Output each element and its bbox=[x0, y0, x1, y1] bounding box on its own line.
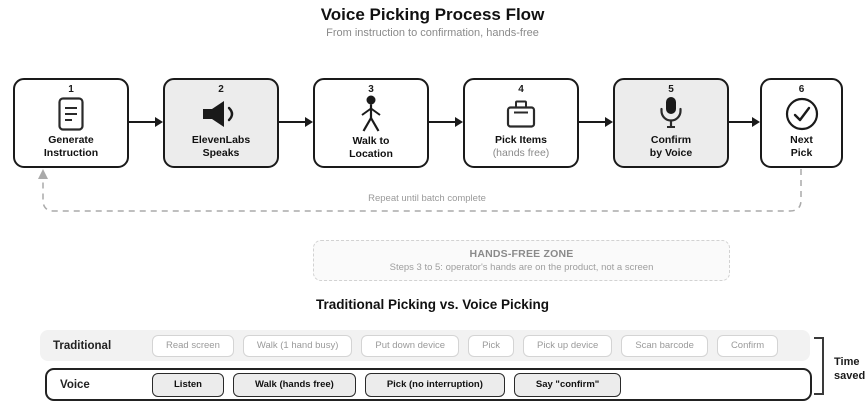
step-elevenlabs-speaks: 2 ElevenLabs Speaks bbox=[163, 78, 279, 168]
traditional-step-pill: Read screen bbox=[152, 334, 234, 357]
step-confirm-by-voice: 5 Confirm by Voice bbox=[613, 78, 729, 168]
hands-free-zone: HANDS-FREE ZONE Steps 3 to 5: operator's… bbox=[313, 240, 730, 281]
page-title: Voice Picking Process Flow bbox=[320, 5, 545, 24]
time-saved-label: Time saved bbox=[834, 356, 865, 383]
step-walk-to-location: 3 Walk to Location bbox=[313, 78, 429, 168]
hands-free-zone-subtitle: Steps 3 to 5: operator's hands are on th… bbox=[389, 262, 654, 273]
step-label: ElevenLabs Speaks bbox=[191, 133, 251, 159]
traditional-step-pill: Pick bbox=[468, 334, 515, 357]
document-icon bbox=[58, 95, 84, 134]
traditional-step-pill: Walk (1 hand busy) bbox=[242, 334, 353, 357]
traditional-steps: Read screen Walk (1 hand busy) Put down … bbox=[152, 334, 779, 357]
repeat-loop-label: Repeat until batch complete bbox=[368, 193, 486, 204]
step-next-pick: 6 Next Pick bbox=[760, 78, 843, 168]
step-number: 3 bbox=[368, 84, 374, 95]
step-label: Confirm by Voice bbox=[649, 133, 693, 159]
traditional-step-pill: Pick up device bbox=[523, 334, 613, 357]
step-number: 6 bbox=[798, 84, 805, 95]
traditional-picking-row: Traditional Read screen Walk (1 hand bus… bbox=[40, 330, 810, 361]
speaker-icon bbox=[202, 95, 240, 134]
step-number: 2 bbox=[218, 84, 224, 95]
step-label: Pick Items (hands free) bbox=[492, 133, 550, 159]
traditional-row-label: Traditional bbox=[53, 339, 112, 352]
step-label: Next Pick bbox=[790, 133, 813, 159]
step-generate-instruction: 1 Generate Instruction bbox=[13, 78, 129, 168]
step-label: Generate Instruction bbox=[43, 133, 99, 159]
step-number: 1 bbox=[68, 84, 74, 95]
voice-row-label: Voice bbox=[60, 378, 90, 391]
traditional-step-pill: Put down device bbox=[361, 334, 460, 357]
step-number: 5 bbox=[668, 84, 674, 95]
step-label: Walk to Location bbox=[349, 135, 393, 161]
voice-step-pill: Listen bbox=[152, 372, 224, 397]
voice-steps: Listen Walk (hands free) Pick (no interr… bbox=[152, 372, 622, 397]
box-icon bbox=[506, 95, 536, 134]
microphone-icon bbox=[659, 95, 683, 134]
traditional-step-pill: Confirm bbox=[716, 334, 779, 357]
page-subtitle: From instruction to confirmation, hands-… bbox=[326, 27, 539, 39]
step-number: 4 bbox=[518, 84, 524, 95]
voice-step-pill: Say "confirm" bbox=[513, 372, 622, 397]
walking-person-icon bbox=[358, 95, 384, 135]
voice-step-pill: Pick (no interruption) bbox=[364, 372, 505, 397]
voice-picking-row: Voice Listen Walk (hands free) Pick (no … bbox=[45, 368, 812, 401]
check-circle-icon bbox=[785, 95, 819, 134]
hands-free-zone-title: HANDS-FREE ZONE bbox=[469, 248, 574, 260]
voice-step-pill: Walk (hands free) bbox=[232, 372, 356, 397]
traditional-step-pill: Scan barcode bbox=[621, 334, 708, 357]
step-pick-items: 4 Pick Items (hands free) bbox=[463, 78, 579, 168]
comparison-title: Traditional Picking vs. Voice Picking bbox=[315, 297, 550, 312]
